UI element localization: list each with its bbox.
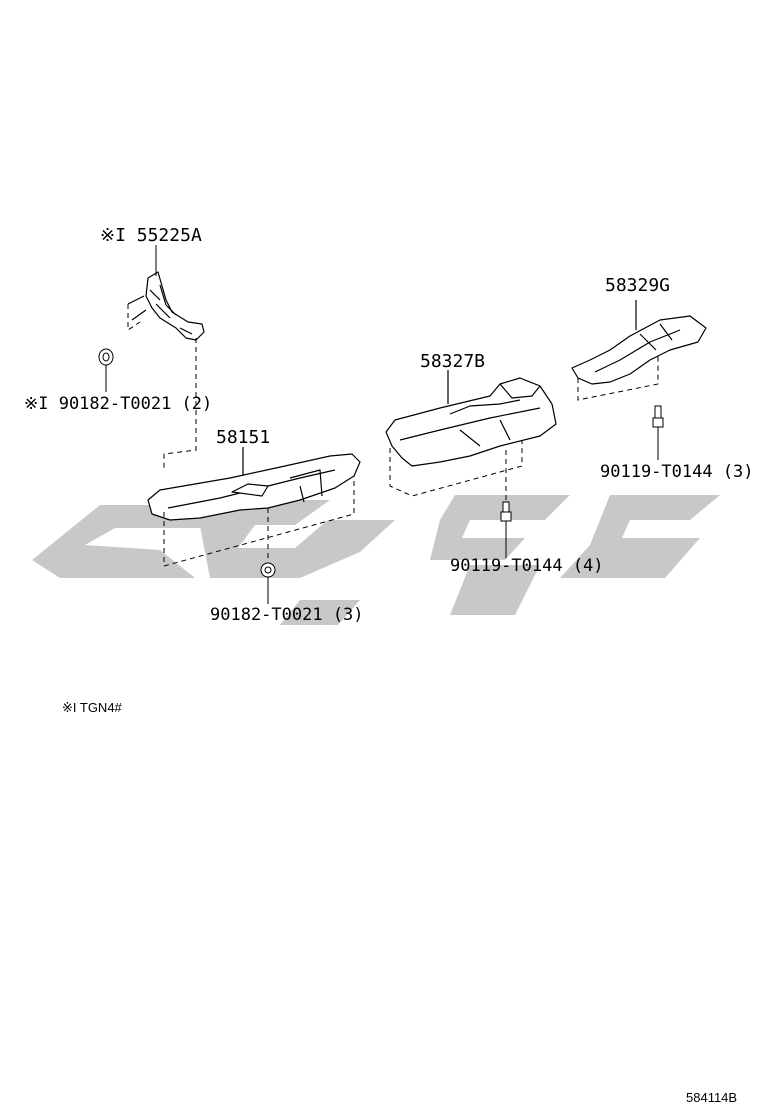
label-90182-t0021-3[interactable]: 90182-T0021 (3) bbox=[210, 605, 364, 625]
label-90182-t0021-2[interactable]: ※I 90182-T0021 (2) bbox=[24, 394, 213, 414]
label-90119-t0144-3[interactable]: 90119-T0144 (3) bbox=[600, 462, 754, 482]
label-55225a[interactable]: ※I 55225A bbox=[100, 225, 202, 246]
figure-code: 584114B bbox=[686, 1090, 738, 1105]
dashed-links-55225a bbox=[127, 304, 197, 468]
dashed-box-58327b bbox=[389, 440, 523, 510]
clip-90182-3 bbox=[260, 562, 276, 604]
dashed-box-58151 bbox=[163, 476, 355, 567]
label-58329g[interactable]: 58329G bbox=[605, 275, 671, 296]
bolt-90119-4 bbox=[500, 501, 512, 558]
label-90119-t0144-4[interactable]: 90119-T0144 (4) bbox=[450, 556, 604, 576]
bolt-90119-3 bbox=[652, 405, 664, 460]
part-58151-drawing bbox=[147, 447, 361, 521]
label-58327b[interactable]: 58327B bbox=[420, 351, 486, 372]
part-58327b-drawing bbox=[385, 370, 557, 467]
footnote: ※I TGN4# bbox=[62, 700, 122, 715]
clip-90182-2 bbox=[98, 348, 114, 392]
label-58151[interactable]: 58151 bbox=[216, 427, 271, 448]
part-55225a-drawing bbox=[127, 271, 205, 341]
dashed-box-58329g bbox=[577, 356, 659, 401]
part-58329g-drawing bbox=[571, 300, 707, 385]
watermark-logo bbox=[32, 495, 720, 625]
